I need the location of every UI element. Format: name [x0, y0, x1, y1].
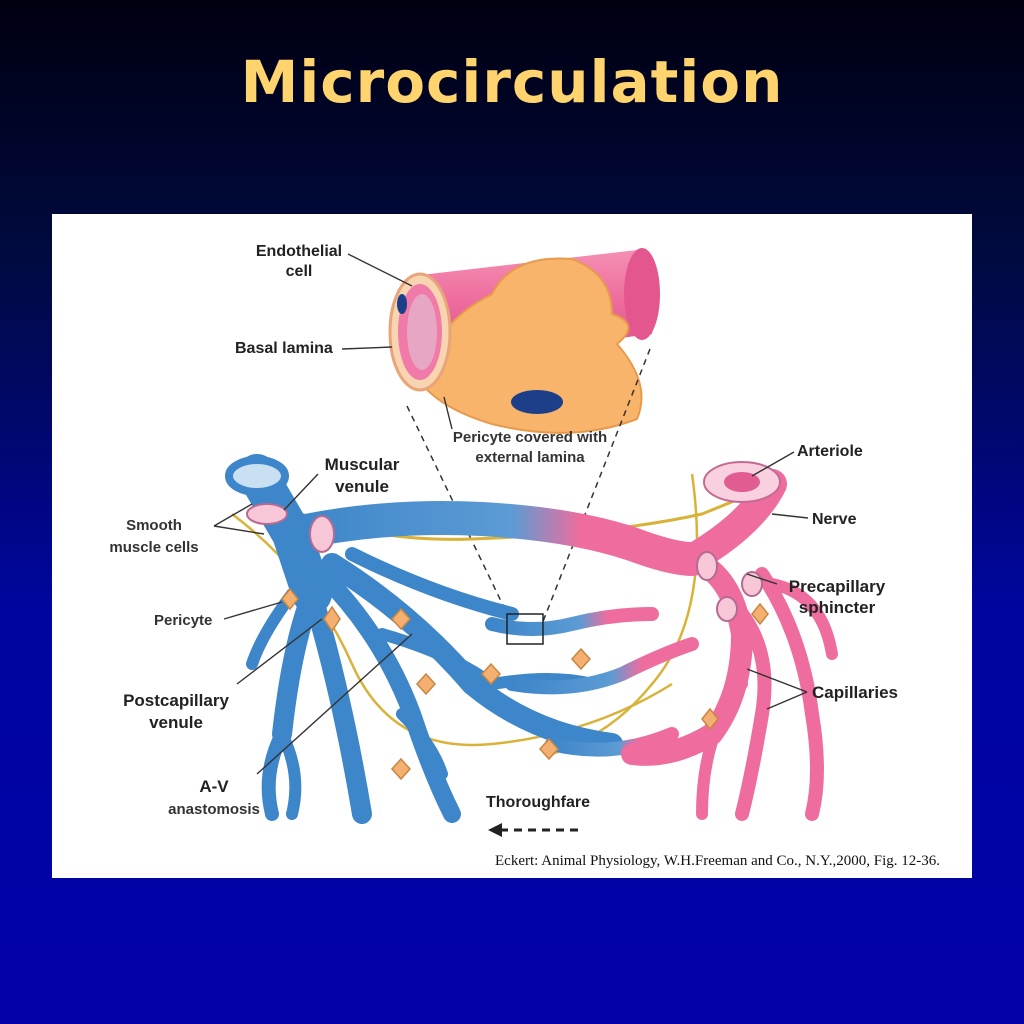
capillary: [545, 727, 679, 757]
pericyte-cell-body: [420, 257, 643, 434]
venous-branch: [313, 565, 461, 823]
pericyte-cell: [281, 587, 299, 611]
label-thoroughfare: Thoroughfare: [486, 794, 590, 811]
label-smooth-muscle-2: muscle cells: [109, 539, 198, 556]
smooth-muscle-cell: [246, 503, 288, 525]
label-basal-lamina: Basal lamina: [235, 340, 333, 357]
pericyte-cell: [323, 605, 341, 633]
venous-branch: [276, 728, 302, 820]
magnified-capillary: [388, 248, 660, 625]
label-av: A-V: [199, 777, 229, 796]
thoroughfare-channel: [275, 501, 709, 576]
label-smooth-muscle: Smooth: [126, 517, 182, 534]
zoom-line-right: [541, 348, 651, 625]
label-pericyte-covered: Pericyte covered with: [453, 429, 607, 446]
endothelial-nucleus: [397, 294, 407, 314]
pericyte-cell: [390, 757, 412, 781]
postcapillary-venule: [272, 584, 322, 744]
label-anastomosis: anastomosis: [168, 801, 260, 818]
microcirculation-diagram: Endothelial cell Basal lamina Pericyte c…: [109, 243, 898, 837]
precapillary-sphincter: [716, 596, 738, 622]
smooth-muscle-cell: [309, 515, 335, 553]
label-pericyte-covered-2: external lamina: [475, 449, 585, 466]
venous-branch: [396, 708, 448, 780]
arteriole-lumen: [724, 472, 760, 492]
figure-citation: Eckert: Animal Physiology, W.H.Freeman a…: [495, 853, 940, 869]
label-precapillary-sphincter: Precapillary: [789, 577, 886, 596]
label-postcapillary-venule-2: venule: [149, 713, 203, 732]
capillary: [505, 637, 699, 695]
venous-branch: [302, 584, 372, 824]
capillary: [696, 678, 748, 820]
label-capillaries: Capillaries: [812, 683, 898, 702]
pericyte-cell: [701, 707, 719, 731]
leader-lines: [213, 253, 809, 775]
pericyte-cell: [538, 737, 560, 761]
label-endothelial-cell: Endothelial: [256, 243, 342, 260]
capillary: [485, 607, 659, 636]
pericyte-cell: [480, 662, 502, 686]
diagram-labels: Endothelial cell Basal lamina Pericyte c…: [109, 243, 898, 837]
capillary: [766, 578, 838, 660]
thoroughfare-arrow: [488, 823, 580, 837]
venule-opening: [225, 456, 289, 496]
pericyte-cell: [390, 607, 412, 631]
pericyte-cell: [570, 647, 592, 671]
label-nerve: Nerve: [812, 511, 857, 528]
label-endothelial-cell-2: cell: [286, 263, 313, 280]
label-precapillary-sphincter-2: sphincter: [799, 598, 876, 617]
label-pericyte: Pericyte: [154, 612, 212, 629]
pericyte-cell: [751, 602, 769, 626]
capillary: [735, 607, 772, 821]
capillary: [755, 567, 824, 821]
zoom-line-left: [406, 405, 513, 625]
capillary-lumen: [407, 294, 437, 370]
pericyte-nucleus: [511, 390, 563, 414]
label-muscular-venule: Muscular: [325, 455, 400, 474]
magnified-region-box: [506, 613, 544, 645]
pericyte-cell: [415, 672, 437, 696]
precapillary-sphincter: [696, 551, 718, 581]
capillary-tube-end: [624, 248, 660, 340]
label-postcapillary-venule: Postcapillary: [123, 691, 229, 710]
figure-panel: Endothelial cell Basal lamina Pericyte c…: [52, 214, 972, 878]
label-arteriole: Arteriole: [797, 443, 863, 460]
venous-branch: [261, 727, 289, 821]
vessel-network: [225, 454, 838, 824]
slide-title: Microcirculation: [240, 48, 784, 116]
label-muscular-venule-2: venule: [335, 477, 389, 496]
av-anastomosis: [321, 553, 623, 755]
venous-branch: [345, 547, 519, 621]
